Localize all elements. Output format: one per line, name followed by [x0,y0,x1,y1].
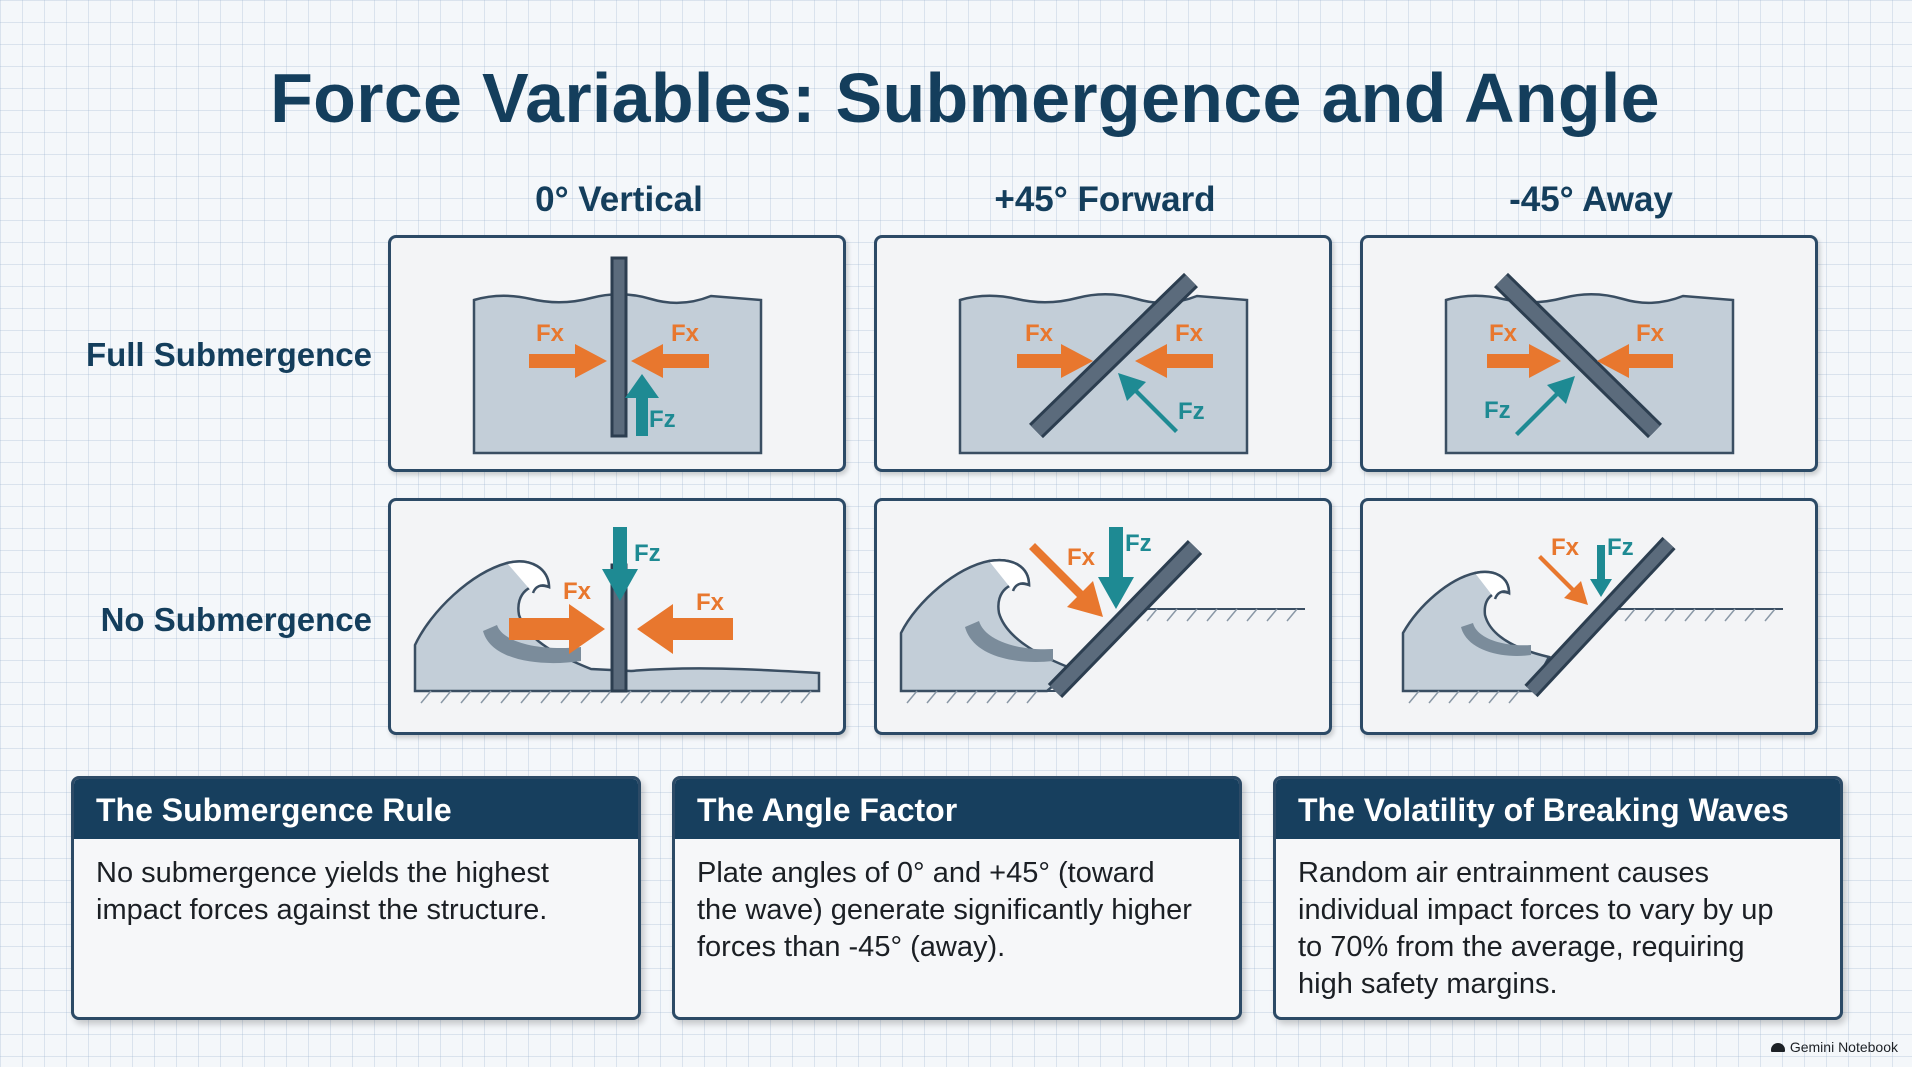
diagram-none-away: Fx Fz [1401,534,1783,704]
fx-arrow-right [637,604,733,654]
seabed-hatch [1408,608,1776,704]
fz-label: Fz [1178,398,1205,425]
diagram-full-away: Fx Fx Fz [1444,272,1735,455]
fz-arrow [602,527,638,601]
card-text: Random air entrainment causes individual… [1276,839,1840,1003]
page-title: Force Variables: Submergence and Angle [270,59,1660,137]
fz-arrow [1098,527,1134,609]
panel-none-away: Fx Fz [1360,498,1818,735]
diagram-full-forward: Fx Fx Fz [958,272,1249,455]
wave-curl [965,621,1053,662]
fz-label: Fz [649,406,676,433]
fx-label: Fx [536,320,565,347]
plate [1496,275,1660,436]
fx-arrow-left [509,604,605,654]
fz-label: Fz [1607,534,1634,561]
card-text: No submergence yields the highest impact… [74,839,638,929]
wave-crest [988,558,1031,592]
fx-label: Fx [671,320,700,347]
fx-label: Fx [696,589,725,616]
brand-watermark: Gemini Notebook [1770,1039,1898,1055]
fz-label: Fz [1484,397,1511,424]
wave-crest [506,560,551,594]
seabed-hatch [420,690,812,704]
panel-full-vertical: Fx Fx Fz [388,235,846,472]
fx-arrow-right [1135,344,1213,378]
fz-arrow [1590,545,1612,597]
fx-label: Fx [1636,320,1665,347]
column-header-vertical: 0° Vertical [535,180,703,219]
card-line: Plate angles of 0° and +45° (toward [697,857,1155,889]
fx-arrow-left [1017,344,1093,378]
card-line: to 70% from the average, requiring [1298,931,1745,963]
card-title: The Submergence Rule [74,779,638,839]
wave-curl [483,625,581,664]
panel-full-away: Fx Fx Fz [1360,235,1818,472]
fz-label: Fz [634,540,661,567]
fx-arrow-right [1597,344,1673,378]
seabed-hatch [906,608,1298,704]
wave-curl [1461,623,1531,656]
fz-arrow [1118,373,1178,433]
fx-label: Fx [1175,320,1204,347]
fx-arrow-right [631,344,709,378]
fx-arrow [1538,555,1588,605]
card-text: Plate angles of 0° and +45° (toward the … [675,839,1239,966]
brand-label: Gemini Notebook [1789,1039,1898,1055]
panel-none-forward: Fx Fz [874,498,1332,735]
row-header-full-submergence: Full Submergence [85,336,372,373]
plate [1526,538,1674,696]
plate [1031,274,1196,437]
fx-label: Fx [1025,320,1054,347]
card-line: forces than -45° (away). [697,931,1006,963]
fx-label: Fx [1489,320,1518,347]
row-header-no-submergence: No Submergence [100,601,372,638]
card-title: The Angle Factor [675,779,1239,839]
fx-arrow-left [529,344,607,378]
wave-crest [1474,570,1511,600]
card-submergence-rule: The Submergence Rule No submergence yiel… [71,776,641,1020]
diagram-full-vertical: Fx Fx Fz [472,256,763,455]
plate [1049,542,1201,696]
fx-label: Fx [563,578,592,605]
panel-full-forward: Fx Fx Fz [874,235,1332,472]
card-breaking-waves: The Volatility of Breaking Waves Random … [1273,776,1843,1020]
breaking-wave [899,558,1076,693]
fz-label: Fz [1125,530,1152,557]
diagram-none-forward: Fx Fz [899,527,1305,704]
fz-arrow [625,374,659,436]
panel-none-vertical: Fx Fx Fz [388,498,846,735]
column-header-away: -45° Away [1509,180,1673,219]
fx-arrow-left [1487,344,1561,378]
card-line: high safety margins. [1298,968,1558,1000]
breaking-wave [413,560,821,693]
notebook-logo-icon [1770,1042,1785,1052]
fz-arrow [1515,376,1575,436]
card-title: The Volatility of Breaking Waves [1276,779,1840,839]
diagram-none-vertical: Fx Fx Fz [413,527,821,704]
card-line: No submergence yields the highest [96,857,549,889]
column-header-forward: +45° Forward [994,180,1216,219]
card-angle-factor: The Angle Factor Plate angles of 0° and … [672,776,1242,1020]
card-line: impact forces against the structure. [96,894,548,926]
fx-arrow [1029,543,1103,617]
fx-label: Fx [1551,534,1580,561]
plate [610,256,628,438]
card-line: Random air entrainment causes [1298,857,1710,889]
card-line: individual impact forces to vary by up [1298,894,1774,926]
card-line: the wave) generate significantly higher [697,894,1192,926]
fx-label: Fx [1067,544,1096,571]
